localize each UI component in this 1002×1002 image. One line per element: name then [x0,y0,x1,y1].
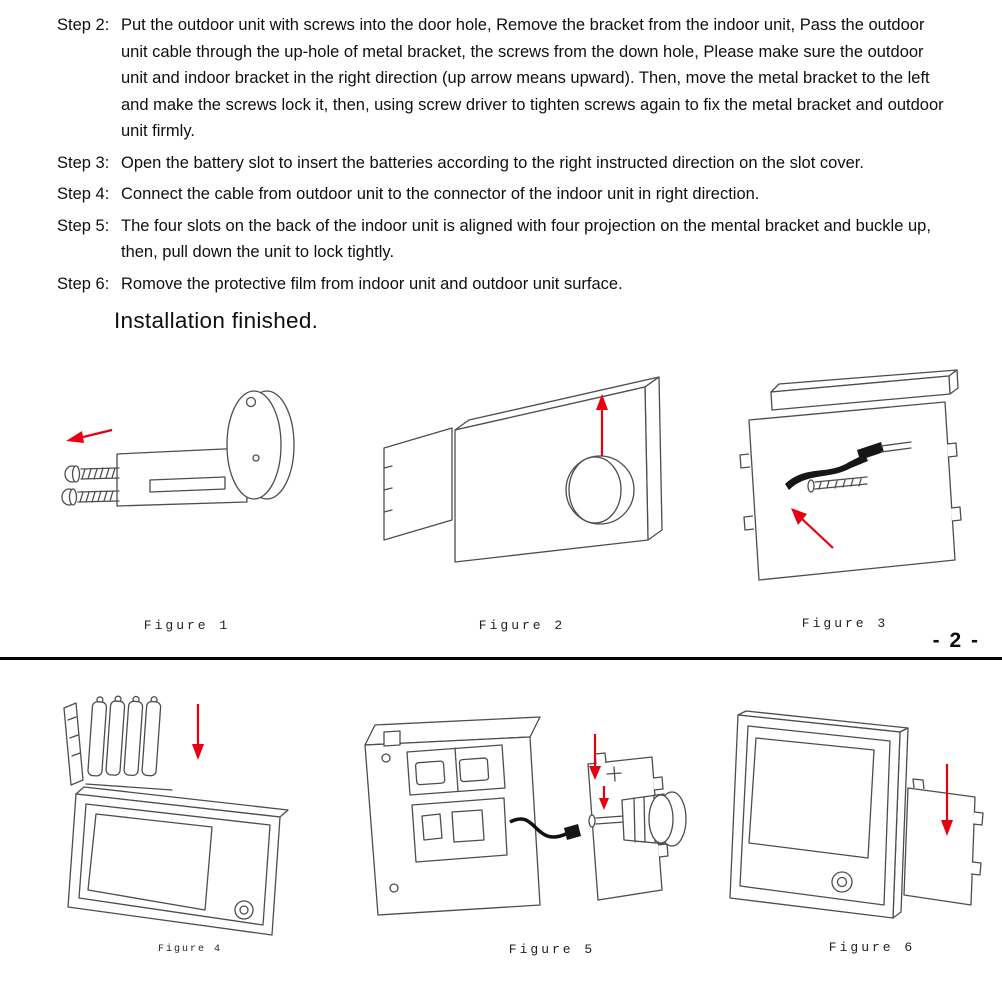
step-2-text: Put the outdoor unit with screws into th… [121,16,944,140]
battery-holder-base [85,783,173,791]
indoor-unit-box [454,376,663,563]
step-3-label: Step 3: [57,153,110,172]
figure-6-drawing [729,710,984,919]
direction-arrow-icon [941,764,953,836]
step-6-text: Romove the protective film from indoor u… [121,274,623,293]
figure-3-drawing [739,369,962,581]
step-5-label: Step 5: [57,216,110,235]
figure-5-drawing [364,716,687,916]
figure-5-caption: Figure 5 [508,942,596,957]
figure-4-caption: Figure 4 [157,944,223,955]
connector-arrow-icon [599,786,609,810]
step-5: Step 5: The four slots on the back of th… [57,213,947,266]
step-2: Step 2: Put the outdoor unit with screws… [57,12,947,145]
bracket-top-bar [770,369,959,411]
screws [61,465,120,506]
step-6: Step 6: Romove the protective film from … [57,271,947,298]
section-divider [0,657,1002,660]
direction-arrow-icon [596,394,608,456]
figure-4-drawing [63,695,289,936]
instruction-steps: Step 2: Put the outdoor unit with screws… [57,12,947,302]
direction-arrow-icon [192,704,204,760]
step-3-text: Open the battery slot to insert the batt… [121,153,864,172]
mounting-plate [903,778,984,906]
lens-knob [565,455,635,525]
page-number: - 2 - [932,629,980,652]
step-4-text: Connect the cable from outdoor unit to t… [121,185,760,203]
indoor-unit-front [729,710,909,919]
screw-and-cable [785,441,912,493]
step-4: Step 4: Connect the cable from outdoor u… [57,181,947,208]
bracket-plate [383,427,453,541]
step-6-label: Step 6: [57,274,110,293]
indoor-unit-front [67,786,289,936]
direction-arrow-icon [589,734,601,780]
figure-3-caption: Figure 3 [801,616,889,631]
step-2-label: Step 2: [57,16,110,34]
outdoor-unit-barrel [116,447,248,507]
figure-6-caption: Figure 6 [828,940,916,955]
step-5-text: The four slots on the back of the indoor… [121,216,931,262]
installation-finished-heading: Installation finished. [114,308,319,333]
step-4-label: Step 4: [57,185,110,203]
connection-cable [509,817,581,840]
figure-1-caption: Figure 1 [143,618,231,633]
indoor-unit-back [364,716,541,916]
step-3: Step 3: Open the battery slot to insert … [57,150,947,177]
figure-2-caption: Figure 2 [478,618,566,633]
direction-arrow-icon [66,428,113,443]
outdoor-unit-barrel [588,791,687,847]
figure-1-drawing [61,390,295,507]
battery-lid [63,702,84,786]
batteries [87,695,162,777]
mounting-plate [739,401,962,581]
figure-2-drawing [383,376,663,563]
direction-arrow-icon [791,508,834,549]
flange-disc [226,390,295,500]
